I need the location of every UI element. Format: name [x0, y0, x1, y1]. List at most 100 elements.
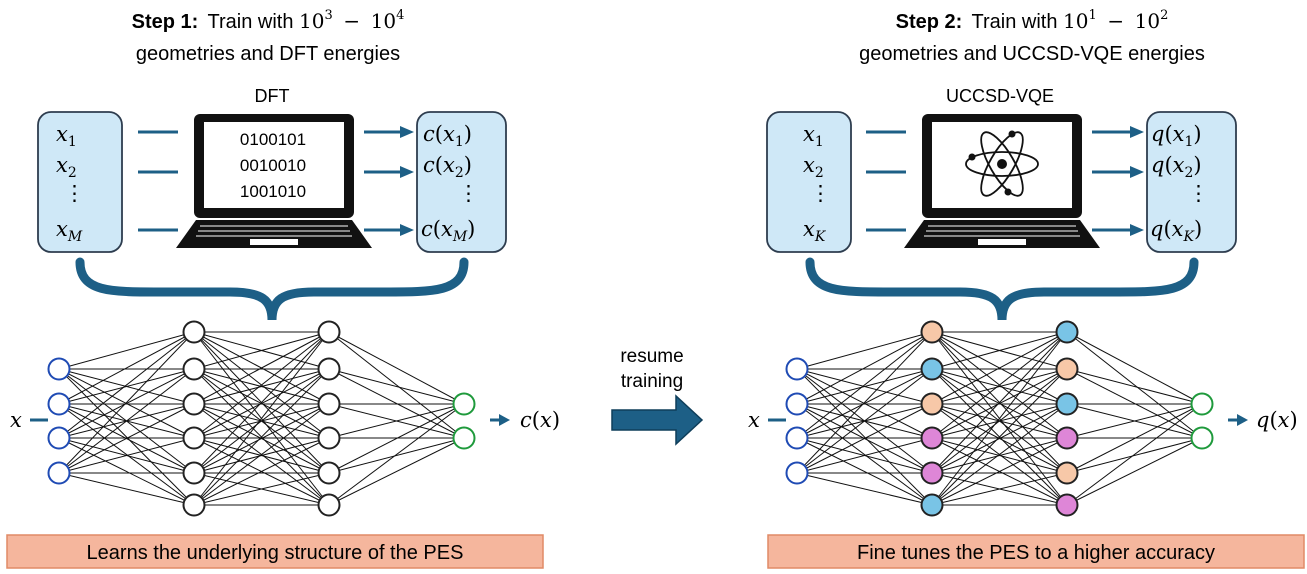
- step1-title: Step 1: Train with 103 − 104: [132, 2, 405, 33]
- svg-text:⋮: ⋮: [1188, 181, 1209, 205]
- step1-hidden-node: [182, 392, 206, 416]
- step1-input-node: [47, 392, 71, 416]
- step2-input-box: [766, 111, 852, 253]
- step1-net-output-label: c(x): [520, 408, 560, 432]
- step2-input-node: [785, 357, 809, 381]
- step1-panel: Step 1: Train with 103 − 104 geometries …: [6, 2, 560, 569]
- svg-text:0010010: 0010010: [240, 156, 306, 175]
- svg-text:x1: x1: [56, 122, 77, 150]
- step2-hidden-node: [1055, 392, 1079, 416]
- step1-hidden-node: [182, 357, 206, 381]
- svg-text:⋮: ⋮: [64, 181, 85, 205]
- step2-neural-network: [785, 320, 1214, 517]
- step2-output-list: q(x1) q(x2) ⋮ q(xK): [1150, 122, 1209, 245]
- step2-hidden-node: [1055, 357, 1079, 381]
- step2-input-list: x1 x2 ⋮ xK: [803, 122, 831, 245]
- step1-laptop-icon: 0100101 0010010 1001010: [176, 114, 372, 248]
- step1-input-box: [37, 111, 123, 253]
- svg-text:1001010: 1001010: [240, 182, 306, 201]
- step2-input-node: [785, 392, 809, 416]
- step2-hidden-node: [920, 357, 944, 381]
- step1-screen-code: 0100101 0010010 1001010: [240, 130, 306, 201]
- step1-hidden-node: [317, 426, 341, 450]
- step1-input-node: [47, 461, 71, 485]
- svg-text:q(x1): q(x1): [1151, 122, 1202, 150]
- step2-output-node: [1190, 392, 1214, 416]
- step2-hidden-node: [920, 426, 944, 450]
- step1-neural-network: [47, 320, 476, 517]
- svg-text:0100101: 0100101: [240, 130, 306, 149]
- step1-banner: [6, 534, 544, 569]
- step1-net-input-label: x: [10, 408, 22, 432]
- svg-text:x2: x2: [56, 153, 77, 181]
- step1-output-list: c(x1) c(x2) ⋮ c(xM): [421, 122, 479, 245]
- svg-text:c(xM): c(xM): [421, 217, 475, 245]
- step2-hidden-node: [1055, 426, 1079, 450]
- step2-hidden-node: [920, 392, 944, 416]
- step1-hidden-node: [317, 320, 341, 344]
- step1-output-arrows: [364, 126, 414, 236]
- resume-arrow: [611, 394, 704, 446]
- step1-net-output-arrow: [490, 414, 510, 426]
- step2-hidden-node: [920, 320, 944, 344]
- step2-input-node: [785, 461, 809, 485]
- svg-text:⋮: ⋮: [458, 181, 479, 205]
- step1-banner-text: Learns the underlying structure of the P…: [87, 542, 464, 564]
- step1-input-node: [47, 357, 71, 381]
- step2-hidden-node: [1055, 320, 1079, 344]
- svg-text:x2: x2: [803, 153, 824, 181]
- step2-hidden-node: [1055, 461, 1079, 485]
- step2-connections: [796, 331, 1203, 506]
- step1-output-box: [416, 111, 507, 253]
- step1-method-label: DFT: [255, 86, 290, 106]
- step2-net-output-arrow: [1228, 414, 1248, 426]
- step1-connections: [58, 331, 465, 506]
- step1-hidden-node: [182, 426, 206, 450]
- step2-subtitle: geometries and UCCSD-VQE energies: [859, 43, 1205, 65]
- step1-hidden-node: [182, 320, 206, 344]
- resume-line1: resume: [620, 346, 683, 367]
- step2-hidden-node: [1055, 493, 1079, 517]
- resume-training: resume training: [611, 346, 704, 446]
- step1-hidden-node: [182, 461, 206, 485]
- svg-text:xM: xM: [56, 217, 83, 245]
- step2-output-node: [1190, 426, 1214, 450]
- resume-line2: training: [621, 371, 683, 392]
- step1-input-connectors: [138, 130, 178, 232]
- step2-hidden-node: [920, 493, 944, 517]
- step2-banner: [767, 534, 1305, 569]
- step2-output-box: [1146, 111, 1237, 253]
- svg-text:x1: x1: [803, 122, 824, 150]
- svg-text:⋮: ⋮: [810, 181, 831, 205]
- step1-output-node: [452, 392, 476, 416]
- step2-output-arrows: [1092, 126, 1144, 236]
- step1-brace: [75, 257, 469, 321]
- step2-input-connectors: [866, 130, 906, 232]
- svg-text:c(x1): c(x1): [423, 122, 472, 150]
- step1-input-node: [47, 426, 71, 450]
- step2-brace: [805, 257, 1199, 321]
- svg-text:xK: xK: [803, 217, 827, 245]
- step2-banner-text: Fine tunes the PES to a higher accuracy: [857, 542, 1215, 564]
- step1-hidden-node: [317, 392, 341, 416]
- step1-hidden-node: [317, 461, 341, 485]
- step1-hidden-node: [182, 493, 206, 517]
- step1-subtitle: geometries and DFT energies: [136, 43, 400, 65]
- step2-input-node: [785, 426, 809, 450]
- step1-output-node: [452, 426, 476, 450]
- step2-panel: Step 2: Train with 101 − 102 geometries …: [748, 2, 1305, 569]
- step2-net-input-label: x: [748, 408, 760, 432]
- step1-hidden-node: [317, 493, 341, 517]
- step2-laptop-icon: [904, 114, 1100, 248]
- step2-net-output-label: q(x): [1256, 408, 1298, 432]
- step1-input-list: x1 x2 ⋮ xM: [56, 122, 85, 245]
- step2-title: Step 2: Train with 101 − 102: [896, 2, 1169, 33]
- step2-hidden-node: [920, 461, 944, 485]
- svg-text:q(x2): q(x2): [1151, 153, 1202, 181]
- step2-method-label: UCCSD-VQE: [946, 86, 1054, 106]
- atom-icon: [965, 130, 1039, 197]
- step1-hidden-node: [317, 357, 341, 381]
- svg-text:q(xK): q(xK): [1150, 217, 1202, 245]
- svg-text:c(x2): c(x2): [423, 153, 472, 181]
